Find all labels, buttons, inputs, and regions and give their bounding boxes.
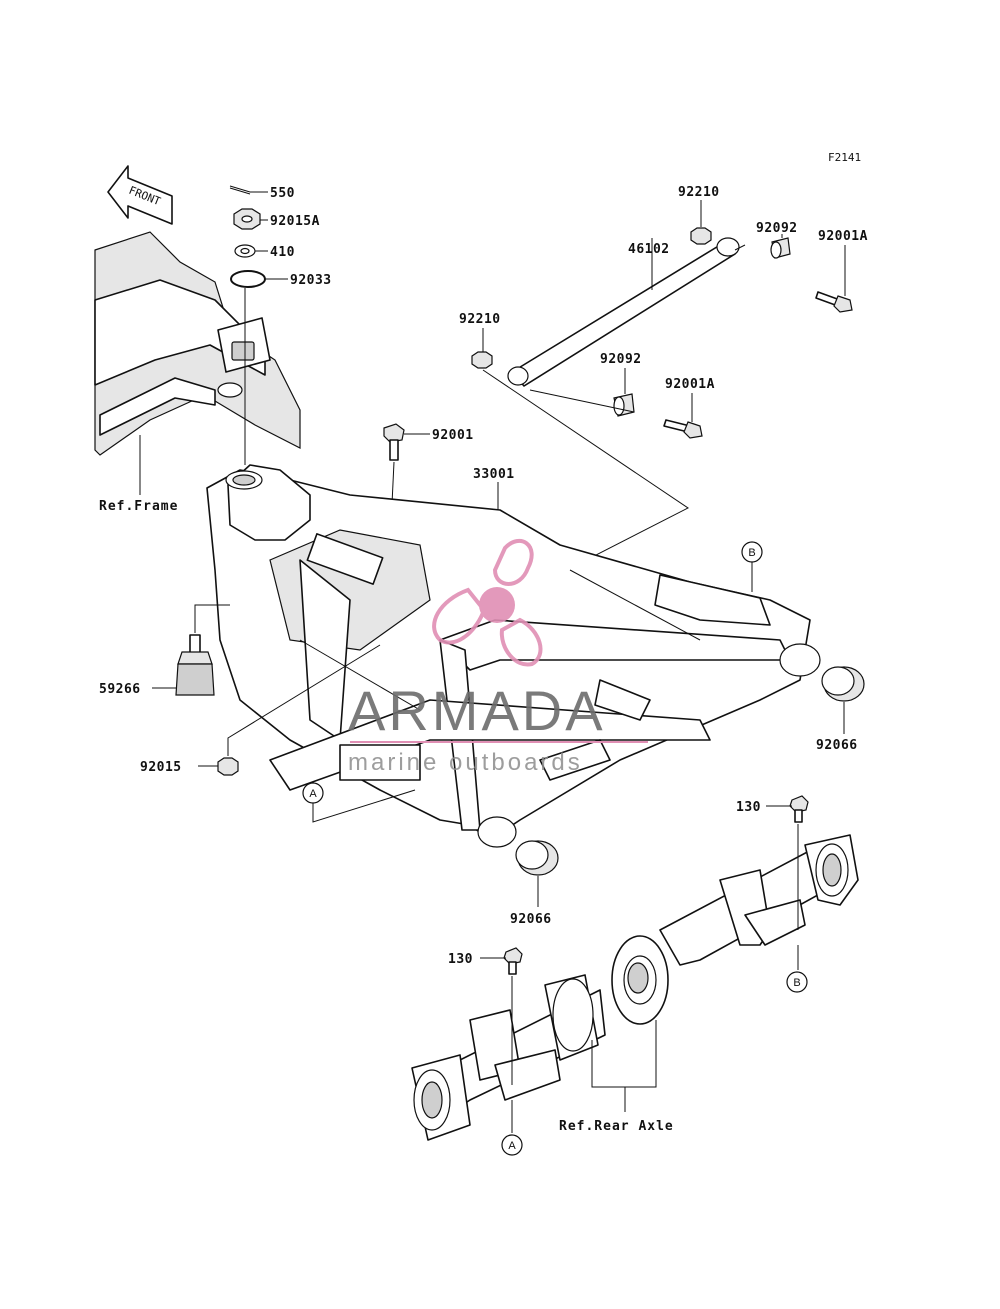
part-label-92066-right: 92066: [816, 738, 858, 753]
axle-housing-left-drawing: [411, 974, 606, 1141]
part-label-410: 410: [270, 245, 295, 260]
bolt-icon: [663, 419, 703, 439]
bolt-icon: [383, 423, 405, 461]
part-label-92092-top: 92092: [756, 221, 798, 236]
svg-text:B: B: [748, 547, 755, 559]
part-label-92015A: 92015A: [270, 214, 320, 229]
front-arrow-icon: FRONT: [107, 165, 173, 225]
part-label-92001A-top: 92001A: [818, 229, 868, 244]
part-label-92001A-mid: 92001A: [665, 377, 715, 392]
watermark-logo: [432, 538, 543, 667]
part-label-130-left: 130: [448, 952, 473, 967]
washer-icon: [234, 244, 256, 258]
part-label-92210-top: 92210: [678, 185, 720, 200]
part-label-92066-bottom: 92066: [510, 912, 552, 927]
stopper-icon: [175, 634, 215, 696]
end-cap-icon: [821, 666, 865, 702]
part-label-92092-mid: 92092: [600, 352, 642, 367]
svg-text:A: A: [508, 1140, 516, 1152]
part-label-92015: 92015: [140, 760, 182, 775]
ref-frame-label: Ref.Frame: [99, 499, 178, 514]
part-label-92001: 92001: [432, 428, 474, 443]
end-cap-icon: [515, 840, 559, 876]
swingarm-frame-drawing: [206, 464, 821, 848]
part-label-92210-left: 92210: [459, 312, 501, 327]
figure-code: F2141: [828, 151, 861, 164]
tie-rod-icon: [507, 237, 746, 387]
cotter-pin-icon: [229, 185, 251, 195]
part-label-59266: 59266: [99, 682, 141, 697]
watermark-tagline: marine outboards: [348, 749, 583, 776]
part-label-130-right: 130: [736, 800, 761, 815]
callout-b-axle: B: [786, 971, 808, 993]
bushing-icon: [770, 237, 791, 259]
part-label-92033: 92033: [290, 273, 332, 288]
callout-b-frame: B: [741, 541, 763, 563]
bolt-icon: [815, 291, 853, 313]
bolt-icon: [789, 795, 809, 823]
snap-ring-icon: [230, 270, 266, 288]
nut-icon: [471, 351, 493, 369]
nut-icon: [690, 227, 712, 245]
nut-icon: [217, 757, 239, 776]
bolt-icon: [503, 947, 523, 975]
svg-text:A: A: [309, 788, 317, 800]
part-label-46102: 46102: [628, 242, 670, 257]
part-label-550: 550: [270, 186, 295, 201]
callout-a-frame: A: [302, 782, 324, 804]
axle-housing-right-drawing: [611, 834, 859, 1025]
reference-frame-drawing: [94, 231, 301, 495]
castle-nut-icon: [233, 208, 261, 230]
watermark-brand: ARMADA: [348, 679, 606, 742]
ref-rear-axle-label: Ref.Rear Axle: [559, 1119, 674, 1134]
callout-a-axle: A: [501, 1134, 523, 1156]
part-label-33001: 33001: [473, 467, 515, 482]
svg-text:B: B: [793, 977, 800, 989]
bushing-icon: [613, 393, 635, 417]
